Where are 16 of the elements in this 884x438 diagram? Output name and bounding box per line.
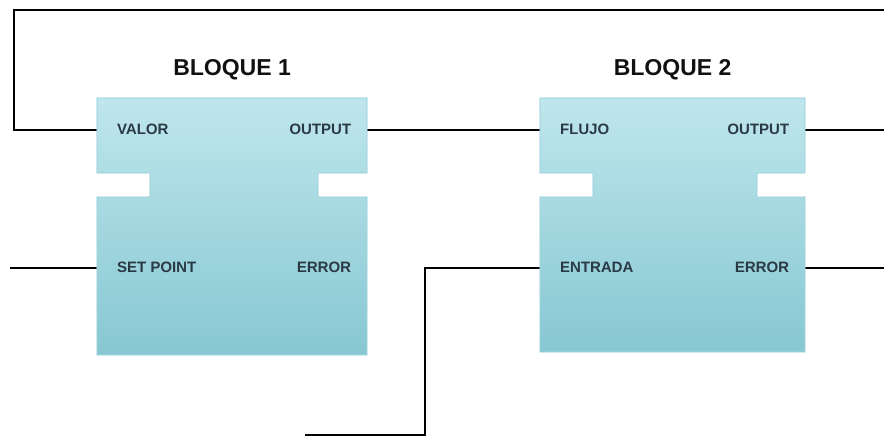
port-label: ERROR xyxy=(296,258,351,278)
connector-line xyxy=(805,267,884,269)
connector-line xyxy=(13,9,884,131)
connector-line xyxy=(305,267,540,436)
block-title: BLOQUE 1 xyxy=(173,54,291,80)
port-label: OUTPUT xyxy=(727,120,789,140)
port-label: ENTRADA xyxy=(560,258,634,278)
connector-line xyxy=(805,129,884,131)
connector-line xyxy=(10,267,97,269)
block-title: BLOQUE 2 xyxy=(614,54,732,80)
port-label: FLUJO xyxy=(560,120,610,140)
port-label: SET POINT xyxy=(117,258,196,278)
connector-line xyxy=(367,129,540,131)
port-label: ERROR xyxy=(734,258,789,278)
port-label: VALOR xyxy=(117,120,168,140)
port-label: OUTPUT xyxy=(289,120,351,140)
